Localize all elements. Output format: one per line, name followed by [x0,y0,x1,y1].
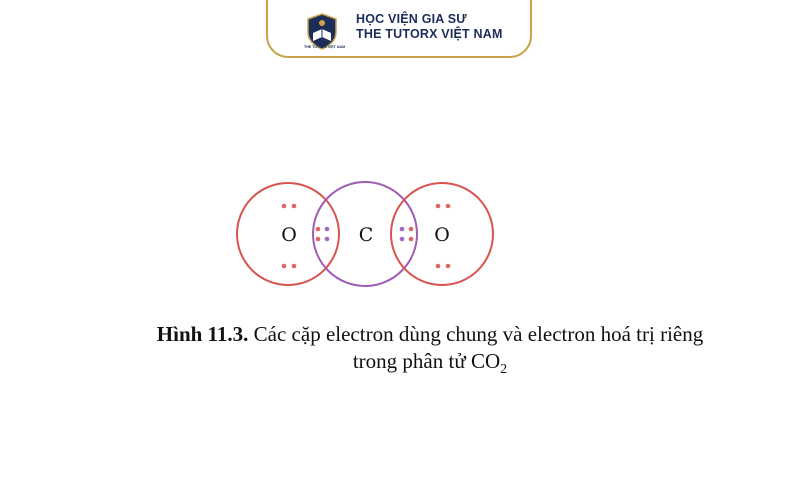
figure-caption: Hình 11.3. Các cặp electron dùng chung v… [60,321,800,383]
carbon-atom-shell [312,181,418,287]
brand-header: THE TUTORX VIỆT NAM HỌC VIỆN GIA SƯ THE … [266,0,532,58]
caption-text-line-2: trong phân tử CO [352,349,501,373]
caption-line-1: Hình 11.3. Các cặp electron dùng chung v… [60,321,800,348]
shield-book-icon [307,13,337,50]
oxygen-atom-right-shell [390,182,494,286]
shared-electrons-left [315,226,330,242]
oxygen-right-lone-pair-bottom [435,263,451,269]
caption-text-line-1: Các cặp electron dùng chung và electron … [248,322,704,346]
oxygen-left-label: O [281,224,297,246]
brand-line-2: THE TUTORX VIỆT NAM [356,27,503,41]
brand-line-1: HỌC VIỆN GIA SƯ [356,12,467,26]
shared-electrons-right [399,226,414,242]
brand-name: HỌC VIỆN GIA SƯ THE TUTORX VIỆT NAM [356,12,503,42]
brand-logo-caption: THE TUTORX VIỆT NAM [304,45,346,49]
caption-subscript: 2 [500,362,508,378]
carbon-label: C [359,224,374,246]
oxygen-left-lone-pair-bottom [281,263,297,269]
oxygen-atom-left-shell [236,182,340,286]
caption-line-2: trong phân tử CO2 [60,348,800,383]
oxygen-right-lone-pair-top [435,203,451,209]
caption-figure-label: Hình 11.3. [156,322,249,346]
oxygen-left-lone-pair-top [281,203,297,209]
oxygen-right-label: O [434,224,450,246]
